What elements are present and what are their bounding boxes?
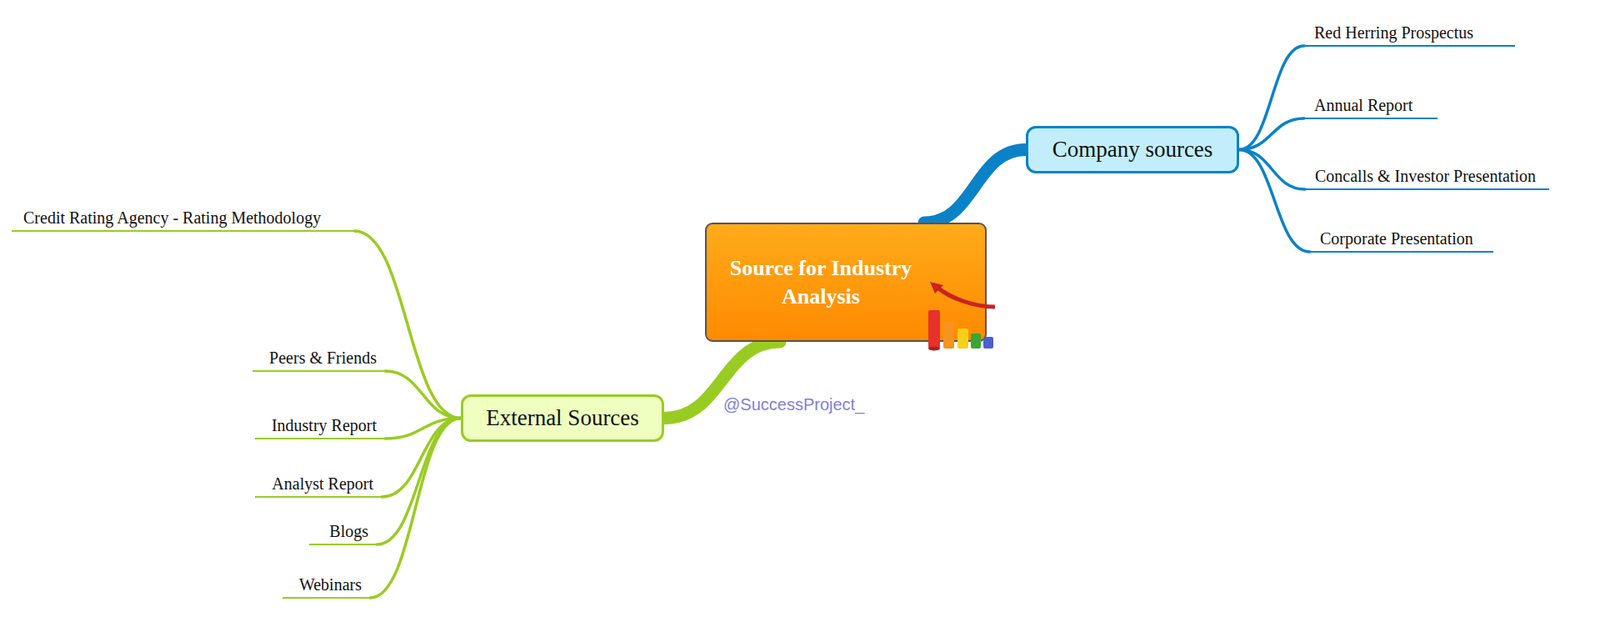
topic-text: Annual Report <box>1314 95 1413 115</box>
main-branch <box>924 150 1026 224</box>
topic-text: Concalls & Investor Presentation <box>1315 166 1536 186</box>
sub-branch <box>1239 45 1305 150</box>
topic-text: Blogs <box>329 521 369 541</box>
topic-text: Industry Report <box>271 415 377 435</box>
leaf-topic: Credit Rating Agency - Rating Methodolog… <box>11 208 355 232</box>
topic-text: Corporate Presentation <box>1320 229 1474 249</box>
leaf-topic: Corporate Presentation <box>1310 229 1494 253</box>
sub-branch <box>354 230 461 419</box>
branch-topic: Company sources <box>1025 125 1240 174</box>
branch-topic: External Sources <box>460 394 665 442</box>
topic-text: Credit Rating Agency - Rating Methodolog… <box>23 208 321 228</box>
topic-text: Source for Industry Analysis <box>723 254 919 311</box>
topic-text: Webinars <box>299 575 362 595</box>
sub-branch <box>385 370 461 419</box>
topic-text: External Sources <box>475 405 650 431</box>
leaf-topic: Concalls & Investor Presentation <box>1305 166 1550 190</box>
sub-branch <box>1239 118 1305 150</box>
topic-text: Red Herring Prospectus <box>1314 23 1474 43</box>
leaf-topic: Annual Report <box>1304 95 1438 120</box>
topic-text: Company sources <box>1040 136 1225 163</box>
leaf-topic: Industry Report <box>255 415 385 440</box>
sub-branch <box>1239 150 1310 253</box>
leaf-topic: Blogs <box>309 521 377 545</box>
leaf-topic: Peers & Friends <box>252 348 385 372</box>
topic-text: Peers & Friends <box>269 348 377 368</box>
sub-branch <box>1239 150 1305 190</box>
sub-branch <box>376 418 461 545</box>
watermark: @SuccessProject_ <box>723 395 865 415</box>
topic-text: Analyst Report <box>271 474 374 494</box>
leaf-topic: Webinars <box>282 575 370 599</box>
sub-branch <box>370 418 461 599</box>
leaf-topic: Analyst Report <box>255 474 382 498</box>
leaf-topic: Red Herring Prospectus <box>1304 23 1515 47</box>
chart-illustration <box>925 281 997 352</box>
